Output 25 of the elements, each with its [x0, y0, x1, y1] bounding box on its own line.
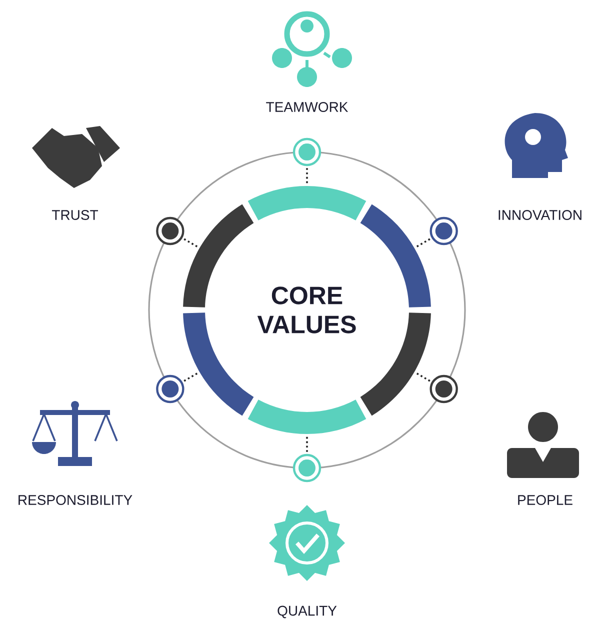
ring-segment: [248, 186, 366, 220]
dotted-connector: [306, 436, 308, 452]
dotted-connector: [416, 372, 430, 382]
value-label: QUALITY: [278, 606, 337, 618]
ring-segment: [248, 400, 366, 434]
value-label: PEOPLE: [518, 495, 572, 505]
value-label: INNOVATION: [498, 210, 582, 220]
marker-dot: [430, 216, 458, 246]
marker-dot: [430, 374, 458, 404]
dotted-connector: [184, 372, 198, 382]
value-label: TEAMWORK: [266, 102, 348, 112]
dotted-connector: [416, 238, 430, 248]
value-label: TRUST: [52, 210, 98, 220]
value-label: RESPONSIBILITY: [18, 495, 132, 505]
dotted-connector: [306, 168, 308, 184]
marker-dot: [292, 454, 322, 482]
marker-dot: [156, 216, 184, 246]
marker-dot: [156, 374, 184, 404]
ring-segment: [183, 312, 254, 416]
ring-segment: [360, 312, 431, 416]
dotted-connector: [184, 238, 198, 248]
center-title: CORE VALUES: [257, 286, 356, 334]
ring-segment: [183, 204, 254, 308]
ring-segment: [360, 204, 431, 308]
marker-dot: [292, 138, 322, 166]
